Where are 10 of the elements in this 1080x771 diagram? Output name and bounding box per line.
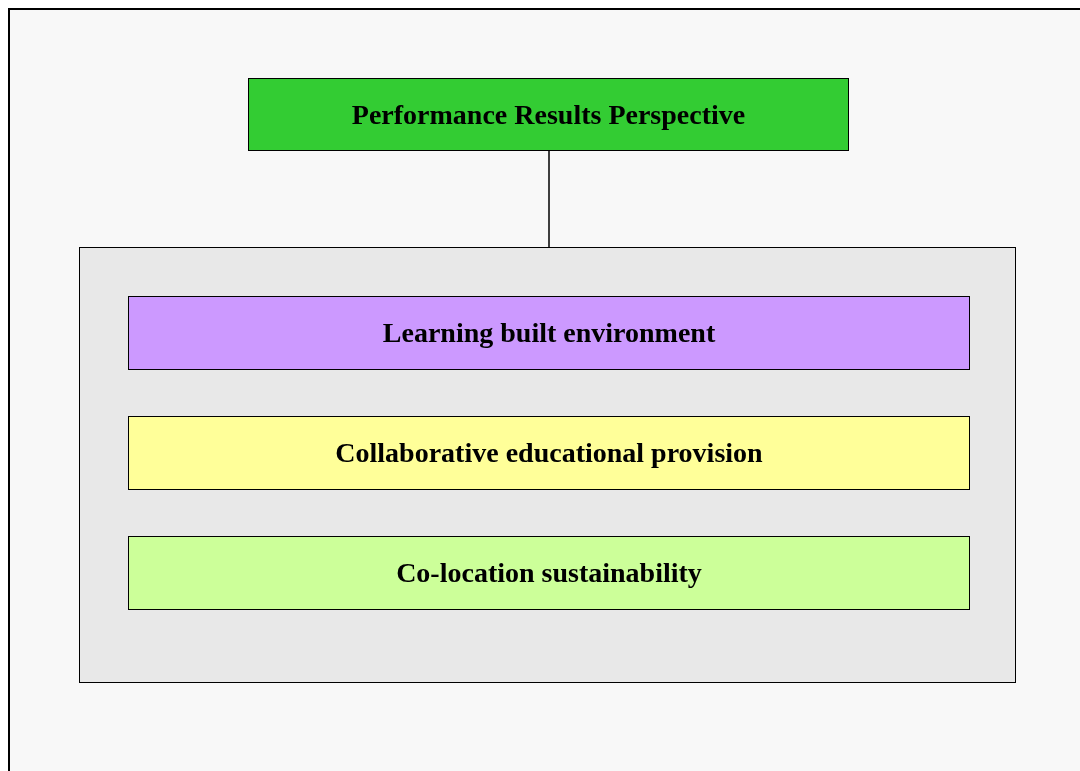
connector-line (548, 150, 550, 248)
node-label: Performance Results Perspective (351, 98, 746, 131)
node-label: Collaborative educational provision (335, 437, 763, 469)
node-label: Co-location sustainability (396, 557, 702, 589)
node-label: Learning built environment (382, 317, 716, 349)
container-box (79, 247, 1016, 683)
process-box (128, 416, 970, 490)
process-box (128, 296, 970, 370)
process-box (128, 536, 970, 610)
process-box (248, 78, 849, 151)
